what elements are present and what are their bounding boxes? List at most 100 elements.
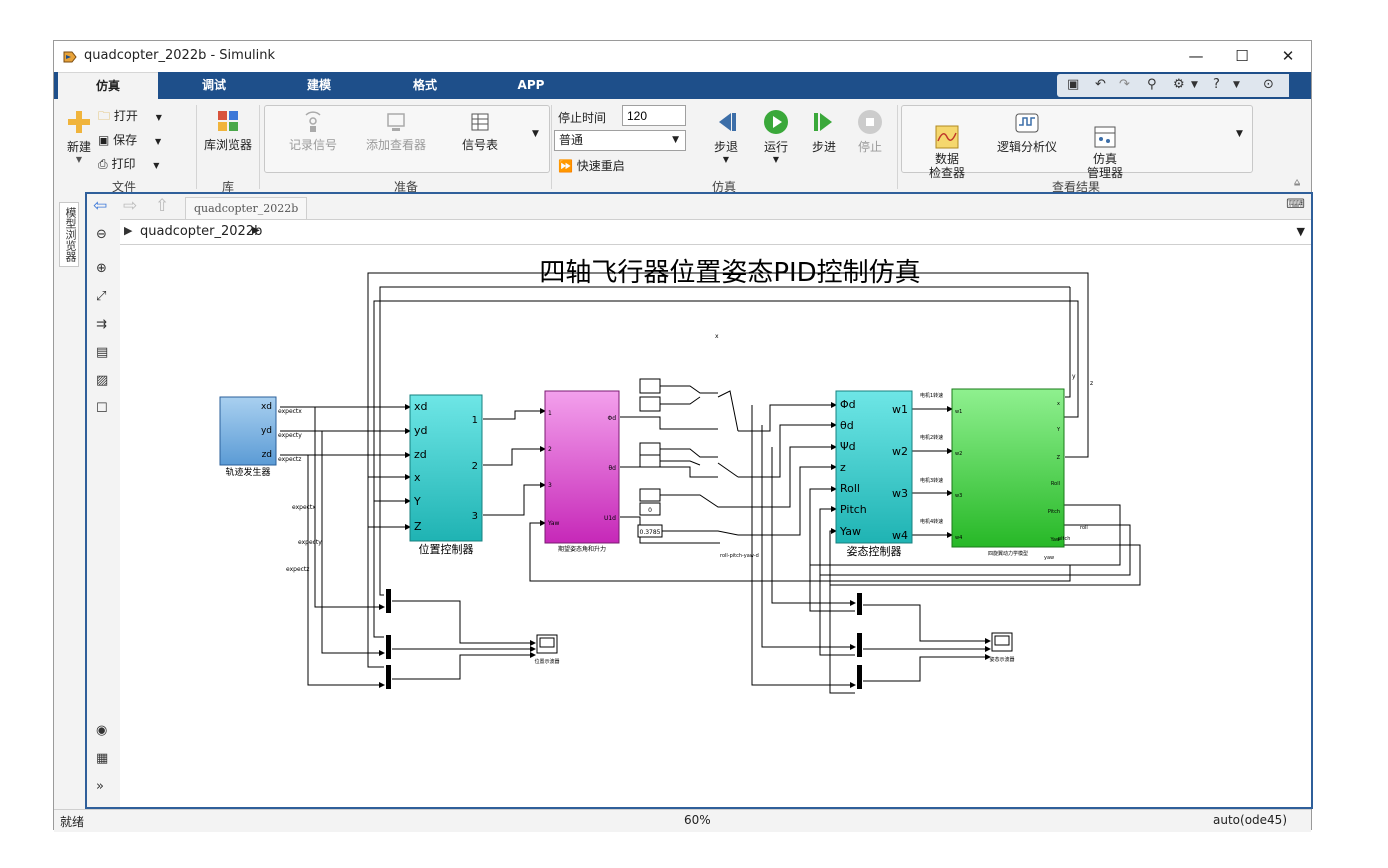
- model-browser-tab[interactable]: 模型浏览器: [59, 202, 79, 267]
- simulink-window: quadcopter_2022b - Simulink — ☐ ✕ 仿真 调试 …: [53, 40, 1313, 832]
- step-block[interactable]: [639, 454, 661, 468]
- mux-block[interactable]: [857, 665, 862, 689]
- stop-time-input[interactable]: [622, 105, 686, 126]
- minimize-button[interactable]: —: [1188, 47, 1204, 65]
- port-label: z: [840, 461, 846, 474]
- tab-modeling[interactable]: 建模: [306, 78, 331, 92]
- signal-label: roll-pitch-yaw-d: [720, 553, 759, 559]
- attitude-controller-block[interactable]: [835, 390, 913, 544]
- tab-simulation[interactable]: 仿真: [58, 72, 158, 100]
- zoom-in-icon[interactable]: ⊕: [96, 261, 107, 276]
- zoom-level[interactable]: 60%: [684, 813, 711, 827]
- diagram-canvas[interactable]: 四轴飞行器位置姿态PID控制仿真: [120, 245, 1311, 807]
- library-browser-button[interactable]: 库浏览器: [202, 109, 254, 153]
- chevron-down-icon[interactable]: ▼: [1233, 80, 1240, 90]
- redo-icon[interactable]: ↷: [1119, 77, 1130, 92]
- pulse-generator-block[interactable]: [639, 378, 661, 394]
- area-icon[interactable]: ☐: [96, 401, 108, 416]
- sim-manager-button[interactable]: 仿真 管理器: [1078, 111, 1132, 194]
- position-scope-label: 位置示波器: [534, 658, 559, 665]
- step-block[interactable]: [639, 396, 661, 412]
- model-tab[interactable]: quadcopter_2022b: [185, 197, 308, 219]
- port-label: zd: [414, 448, 427, 461]
- chevron-right-icon[interactable]: ▶: [252, 225, 260, 236]
- logic-analyzer-button[interactable]: 逻辑分析仪: [992, 111, 1062, 155]
- trajectory-generator-block[interactable]: [219, 396, 277, 466]
- data-inspector-button[interactable]: 数据 检查器: [920, 111, 974, 194]
- tab-apps[interactable]: APP: [517, 78, 545, 92]
- explorer-bar: ⇦ ⇨ ⇧ quadcopter_2022b ⌨: [87, 194, 1311, 220]
- signal-label: roll: [1080, 525, 1088, 531]
- expand-ribbon-icon[interactable]: ⊙: [1263, 77, 1274, 92]
- add-viewer-button[interactable]: 添加查看器: [356, 111, 436, 153]
- property-inspector-icon[interactable]: ▦: [96, 751, 109, 766]
- keyboard-icon[interactable]: ⌨: [1286, 197, 1305, 212]
- close-button[interactable]: ✕: [1281, 47, 1295, 65]
- up-arrow-icon[interactable]: ⇧: [155, 196, 170, 216]
- signal-table-button[interactable]: 信号表: [452, 111, 508, 153]
- search-icon[interactable]: ⚲: [1147, 77, 1157, 92]
- step-forward-button[interactable]: 步进: [802, 109, 846, 155]
- position-controller-label: 位置控制器: [419, 542, 474, 556]
- step-back-button[interactable]: 步退 ▼: [704, 109, 748, 164]
- fit-view-icon[interactable]: ⤢: [96, 289, 107, 304]
- new-button[interactable]: 新建 ▼: [60, 109, 98, 164]
- annotation-icon[interactable]: ▤: [96, 345, 109, 360]
- mux-block[interactable]: [857, 633, 862, 657]
- chevron-down-icon[interactable]: ▼: [1296, 225, 1305, 238]
- gallery-dropdown[interactable]: ▼: [532, 129, 539, 139]
- signal-label: yaw: [1044, 555, 1054, 561]
- fast-restart-toggle[interactable]: ⏩ 快速重启: [558, 157, 625, 174]
- hide-browser-icon[interactable]: ⊖: [96, 227, 107, 242]
- ribbon-separator: [259, 105, 260, 189]
- image-icon[interactable]: ▨: [96, 373, 109, 388]
- stop-button[interactable]: 停止: [848, 109, 892, 155]
- more-tools-icon[interactable]: »: [96, 779, 104, 794]
- stop-label: 停止: [857, 140, 882, 154]
- ribbon-separator: [551, 105, 552, 189]
- port-label: 1: [472, 415, 478, 426]
- forward-arrow-icon[interactable]: ⇨: [123, 196, 138, 216]
- run-button[interactable]: 运行 ▼: [754, 109, 798, 164]
- log-signals-button[interactable]: 记录信号: [280, 111, 346, 153]
- port-label: yd: [261, 426, 272, 436]
- constant-block[interactable]: [639, 502, 661, 516]
- status-bar: 就绪 60% auto(ode45): [54, 809, 1311, 832]
- signal-lines: [280, 272, 1141, 694]
- mux-block[interactable]: [386, 589, 391, 613]
- chevron-down-icon[interactable]: ▼: [1191, 80, 1198, 90]
- step-block[interactable]: [639, 488, 661, 502]
- tab-format[interactable]: 格式: [412, 78, 437, 92]
- maximize-button[interactable]: ☐: [1235, 47, 1249, 65]
- camera-icon[interactable]: ◉: [96, 723, 108, 738]
- mux-block[interactable]: [857, 593, 862, 615]
- ribbon: 新建 ▼ 🗀 打开 ▼ ▣ 保存 ▼ ⎙ 打印 ▼ 文件 库浏览器 库 记录信号…: [54, 99, 1311, 194]
- save-button[interactable]: ▣ 保存 ▼: [98, 131, 161, 148]
- undo-icon[interactable]: ↶: [1095, 77, 1106, 92]
- arrow-icon[interactable]: ⇉: [96, 317, 107, 332]
- tab-debug[interactable]: 调试: [201, 78, 226, 92]
- signal-label: 电机3转速: [920, 477, 943, 484]
- simulation-mode-select[interactable]: 普通▼: [554, 130, 686, 151]
- mux-block[interactable]: [386, 635, 391, 659]
- address-model-name[interactable]: quadcopter_2022b: [140, 224, 263, 239]
- logic-analyzer-icon: [1015, 113, 1039, 133]
- mux-block[interactable]: [386, 665, 391, 689]
- save-icon[interactable]: ▣: [1067, 77, 1080, 92]
- switch-blocks: [660, 385, 739, 536]
- quadrotor-dynamics-block[interactable]: [951, 388, 1065, 548]
- print-button[interactable]: ⎙ 打印 ▼: [98, 155, 159, 172]
- broadcast-icon: [305, 111, 321, 132]
- run-icon: [764, 110, 788, 134]
- open-button[interactable]: 🗀 打开 ▼: [98, 107, 162, 128]
- settings-icon[interactable]: ⚙: [1173, 77, 1185, 92]
- position-controller-block[interactable]: [409, 394, 483, 542]
- help-icon[interactable]: ?: [1213, 77, 1220, 92]
- sim-manager-icon: [1094, 126, 1116, 148]
- back-arrow-icon[interactable]: ⇦: [93, 196, 108, 216]
- gallery-dropdown[interactable]: ▼: [1236, 129, 1243, 139]
- desired-attitude-block[interactable]: [544, 390, 620, 544]
- collapse-ribbon-icon[interactable]: ⩠: [1294, 177, 1301, 188]
- solver-name[interactable]: auto(ode45): [1213, 813, 1287, 827]
- ribbon-separator: [196, 105, 197, 189]
